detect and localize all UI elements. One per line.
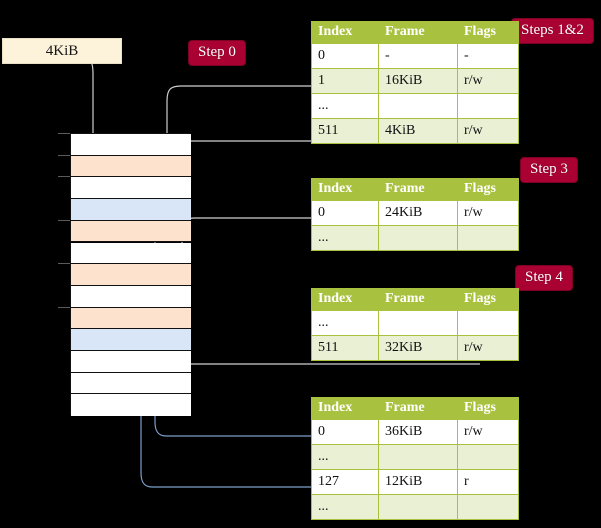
memory-row-tick bbox=[58, 306, 70, 308]
table-cell: 511 bbox=[311, 335, 379, 361]
memory-frame-row bbox=[71, 177, 191, 200]
table-cell bbox=[457, 494, 519, 520]
table-row: ... bbox=[311, 444, 519, 470]
memory-frame-row bbox=[71, 134, 191, 156]
memory-row-tick bbox=[58, 154, 70, 156]
table-cell: 36KiB bbox=[378, 419, 458, 445]
badge-steps-1-2: Steps 1&2 bbox=[512, 19, 593, 43]
table-cell: 24KiB bbox=[378, 200, 458, 226]
memory-frame-row bbox=[71, 220, 191, 243]
table-cell: r/w bbox=[457, 335, 519, 361]
table-cell: ... bbox=[311, 444, 379, 470]
column-header-index: Index bbox=[311, 178, 379, 201]
table-cell bbox=[378, 93, 458, 119]
memory-frame-row bbox=[71, 264, 191, 286]
table-row: ... bbox=[311, 310, 519, 336]
table-cell: 511 bbox=[311, 118, 379, 144]
table-row: ... bbox=[311, 93, 519, 119]
table-cell: r/w bbox=[457, 419, 519, 445]
memory-frame-row bbox=[71, 285, 191, 308]
memory-frame-row bbox=[71, 394, 191, 417]
column-header-frame: Frame bbox=[378, 288, 458, 311]
table-cell bbox=[457, 93, 519, 119]
table-cell: ... bbox=[311, 310, 379, 336]
column-header-flags: Flags bbox=[457, 397, 519, 420]
badge-step-4: Step 4 bbox=[516, 266, 572, 290]
table-cell: ... bbox=[311, 93, 379, 119]
memory-row-tick bbox=[58, 176, 70, 178]
badge-step-0: Step 0 bbox=[189, 41, 245, 65]
table-cell: ... bbox=[311, 494, 379, 520]
physical-memory-column bbox=[70, 133, 191, 417]
table-cell bbox=[378, 444, 458, 470]
table-cell: r/w bbox=[457, 118, 519, 144]
table-cell bbox=[457, 444, 519, 470]
memory-frame-row bbox=[71, 199, 191, 221]
memory-frame-row bbox=[71, 155, 191, 178]
table-cell: 4KiB bbox=[378, 118, 458, 144]
column-header-index: Index bbox=[311, 397, 379, 420]
table-cell: - bbox=[457, 43, 519, 69]
memory-row-tick bbox=[58, 263, 70, 265]
table-cell: 127 bbox=[311, 469, 379, 495]
memory-row-tick bbox=[58, 133, 70, 134]
table-cell: 0 bbox=[311, 419, 379, 445]
badge-step-3: Step 3 bbox=[521, 158, 577, 182]
table-cell bbox=[457, 225, 519, 251]
table-cell: r bbox=[457, 469, 519, 495]
column-header-index: Index bbox=[311, 21, 379, 44]
table-row: ... bbox=[311, 494, 519, 520]
table-cell: r/w bbox=[457, 200, 519, 226]
column-header-frame: Frame bbox=[378, 178, 458, 201]
table-cell: - bbox=[378, 43, 458, 69]
memory-frame-row bbox=[71, 307, 191, 330]
column-header-frame: Frame bbox=[378, 397, 458, 420]
memory-frame-row bbox=[71, 351, 191, 373]
table-row: ... bbox=[311, 225, 519, 251]
table-row: 0-- bbox=[311, 43, 519, 69]
column-header-flags: Flags bbox=[457, 178, 519, 201]
memory-frame-row bbox=[71, 372, 191, 395]
table-cell bbox=[378, 310, 458, 336]
table-cell: 12KiB bbox=[378, 469, 458, 495]
table-cell: 0 bbox=[311, 43, 379, 69]
table-cell: r/w bbox=[457, 68, 519, 94]
table-cell bbox=[378, 225, 458, 251]
column-header-flags: Flags bbox=[457, 288, 519, 311]
table-cell bbox=[378, 494, 458, 520]
column-header-frame: Frame bbox=[378, 21, 458, 44]
memory-row-tick bbox=[58, 219, 70, 221]
table-cell: 16KiB bbox=[378, 68, 458, 94]
memory-frame-row bbox=[71, 242, 191, 265]
table-cell: 1 bbox=[311, 68, 379, 94]
table-cell: 32KiB bbox=[378, 335, 458, 361]
column-header-index: Index bbox=[311, 288, 379, 311]
column-header-flags: Flags bbox=[457, 21, 519, 44]
memory-frame-row bbox=[71, 329, 191, 351]
table-cell: ... bbox=[311, 225, 379, 251]
table-cell bbox=[457, 310, 519, 336]
table-cell: 0 bbox=[311, 200, 379, 226]
page-size-label: 4KiB bbox=[2, 38, 122, 64]
